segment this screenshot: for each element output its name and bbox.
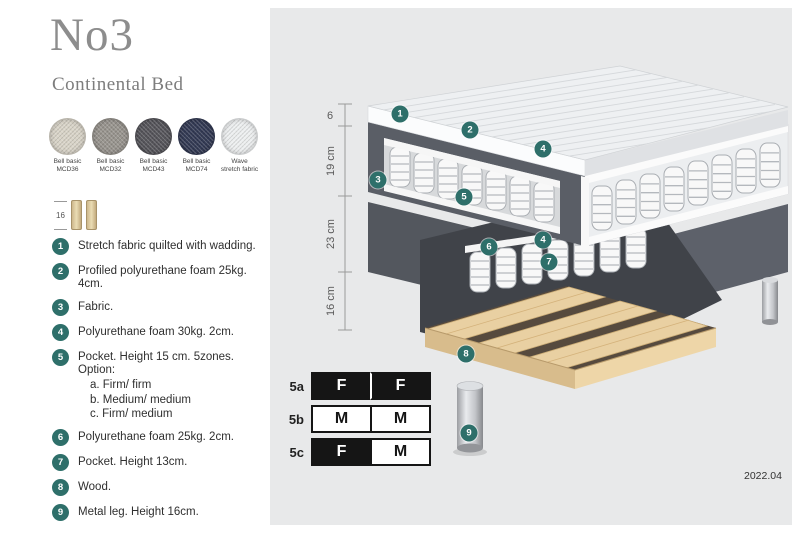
- leg-height-label: 16: [54, 200, 67, 230]
- illustration-panel: 6 19 cm 23 cm 16 cm: [270, 0, 800, 533]
- legend-badge: 6: [52, 428, 69, 446]
- callout-1: 1: [391, 105, 409, 123]
- firmness-row-5b: 5b M M: [278, 405, 431, 433]
- callout-9: 9: [460, 424, 478, 442]
- bed-illustration: 6 19 cm 23 cm 16 cm: [325, 65, 789, 456]
- legend-badge: 5: [52, 349, 69, 366]
- legend-item: 9 Metal leg. Height 16cm.: [52, 503, 266, 521]
- quilted-top-pad: [367, 65, 789, 177]
- callout-4-lower: 4: [534, 231, 552, 249]
- callout-4-upper: 4: [534, 140, 552, 158]
- top-mattress: [368, 122, 789, 248]
- leg-shape-icon: [70, 200, 82, 230]
- legend-item: 3 Fabric.: [52, 299, 266, 316]
- fabric-swatch-icon[interactable]: [178, 118, 215, 155]
- firmness-cell: M: [370, 405, 431, 433]
- firmness-row-5c: 5c F M: [278, 438, 431, 466]
- callout-8: 8: [457, 345, 475, 363]
- legend-item: 7 Pocket. Height 13cm.: [52, 453, 266, 471]
- legend-item: 5 Pocket. Height 15 cm. 5zones. Option: …: [52, 349, 266, 421]
- legend-badge: 4: [52, 324, 69, 341]
- fabric-swatch-icon[interactable]: [49, 118, 86, 155]
- legend-item: 6 Polyurethane foam 25kg. 2cm.: [52, 428, 266, 446]
- fabric-swatch-icon[interactable]: [92, 118, 129, 155]
- callout-2: 2: [461, 121, 479, 139]
- pocket-option: b. Medium/ medium: [90, 393, 191, 406]
- callout-5: 5: [455, 188, 473, 206]
- firmness-table: 5a F F 5b M M 5c F M: [278, 372, 431, 466]
- firmness-cell: F: [311, 438, 372, 466]
- leg-height-icon: 16: [54, 200, 97, 230]
- firmness-cell: F: [370, 372, 431, 400]
- construction-legend: 1 Stretch fabric quilted with wadding. 2…: [52, 238, 266, 521]
- legend-badge: 3: [52, 299, 69, 316]
- callout-3: 3: [369, 171, 387, 189]
- firmness-cell: F: [311, 372, 372, 400]
- legend-badge: 8: [52, 478, 69, 496]
- legend-item: 8 Wood.: [52, 478, 266, 496]
- dim-label-base: 23 cm: [325, 219, 337, 249]
- pocket-option: a. Firm/ firm: [90, 379, 152, 391]
- page-subtitle: Continental Bed: [52, 74, 184, 95]
- firmness-cell: M: [370, 438, 431, 466]
- firmness-row-5a: 5a F F: [278, 372, 431, 400]
- version-label: 2022.04: [744, 470, 782, 482]
- fabric-swatch-icon[interactable]: [221, 118, 258, 155]
- legend-item: 1 Stretch fabric quilted with wadding.: [52, 238, 266, 255]
- legend-badge: 2: [52, 263, 69, 280]
- dim-label-pad: 6: [327, 110, 333, 122]
- callout-6: 6: [480, 238, 498, 256]
- dimension-ruler: 6 19 cm 23 cm 16 cm: [325, 103, 352, 331]
- fabric-swatch-icon[interactable]: [135, 118, 172, 155]
- wood-slat-base: [424, 286, 717, 389]
- firmness-cell: M: [311, 405, 372, 433]
- pocket-option: c. Firm/ medium: [90, 408, 173, 420]
- callout-7: 7: [540, 253, 558, 271]
- firmness-row-label: 5b: [288, 411, 304, 427]
- legend-badge: 1: [52, 238, 69, 255]
- legend-badge: 9: [52, 503, 69, 521]
- firmness-row-label: 5c: [289, 444, 304, 460]
- dim-label-top-mattress: 19 cm: [325, 146, 337, 176]
- dim-label-leg: 16 cm: [325, 286, 337, 316]
- page-title: No3: [50, 9, 134, 61]
- legend-badge: 7: [52, 453, 69, 471]
- legend-item: 2 Profiled polyurethane foam 25kg. 4cm.: [52, 263, 266, 291]
- metal-leg: [453, 381, 487, 456]
- firmness-row-label: 5a: [289, 378, 304, 394]
- legend-item: 4 Polyurethane foam 30kg. 2cm.: [52, 324, 266, 341]
- leg-shape-icon: [85, 200, 97, 230]
